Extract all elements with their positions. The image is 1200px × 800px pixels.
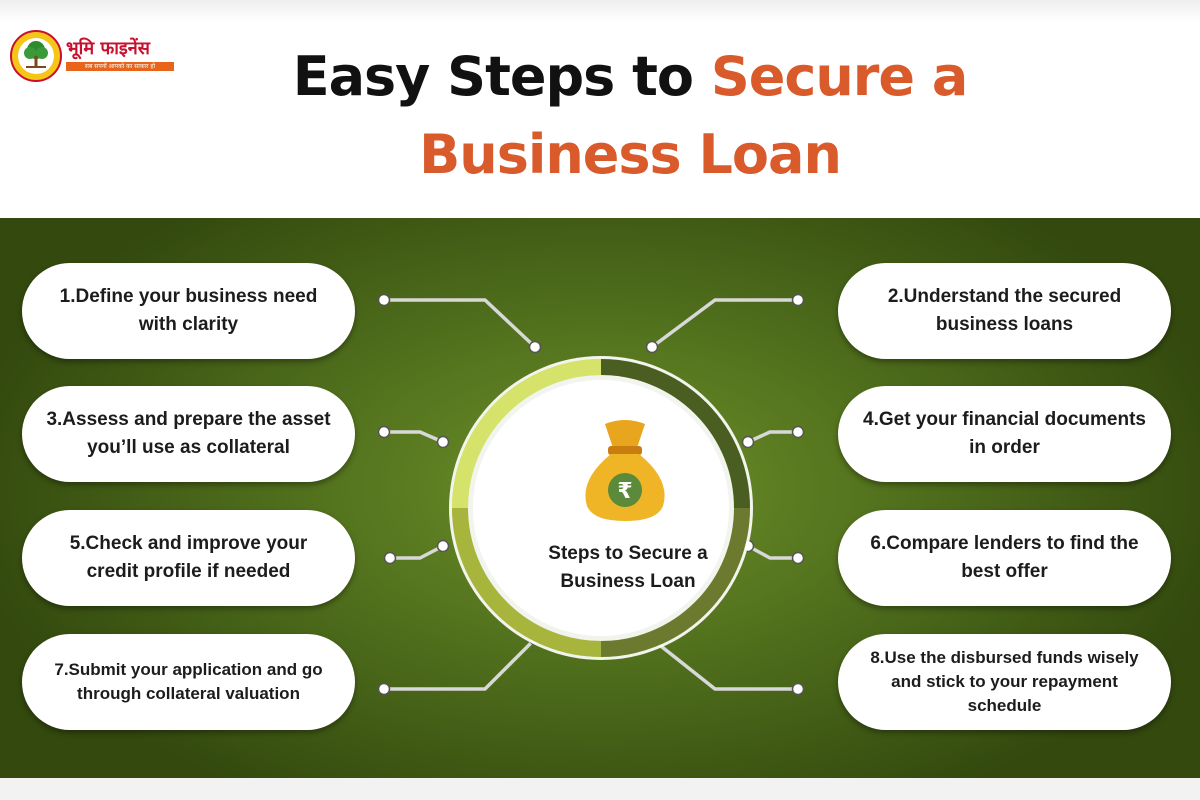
- title-part-2: Secure a: [710, 45, 968, 108]
- page-title: Easy Steps to Secure a Business Loan: [230, 38, 1030, 194]
- connector-3: [382, 430, 445, 444]
- center-hub: ₹ Steps to Secure a Business Loan: [446, 353, 756, 663]
- connector-4: [746, 430, 800, 444]
- connector-1: [382, 298, 537, 349]
- connector-7: [382, 637, 537, 691]
- connector-8: [650, 637, 800, 691]
- brand-name: भूमि फाइनेंस: [66, 38, 150, 59]
- footer-strip: [0, 778, 1200, 800]
- header-area: भूमि फाइनेंस सब सपनों आपको का साकार हो E…: [0, 0, 1200, 215]
- title-part-1: Easy Steps to: [292, 45, 711, 108]
- bhumi-finance-logo[interactable]: भूमि फाइनेंस सब सपनों आपको का साकार हो: [10, 30, 185, 86]
- step-card-3: 3.Assess and prepare the asset you’ll us…: [22, 386, 355, 482]
- connector-5: [388, 544, 445, 560]
- tree-emblem-icon: [10, 30, 62, 82]
- step-card-5: 5.Check and improve your credit profile …: [22, 510, 355, 606]
- step-card-8: 8.Use the disbursed funds wisely and sti…: [838, 634, 1171, 730]
- rupee-symbol: ₹: [617, 479, 632, 504]
- step-card-2: 2.Understand the secured business loans: [838, 263, 1171, 359]
- steps-diagram-panel: 1.Define your business need with clarity…: [0, 218, 1200, 778]
- brand-tagline: सब सपनों आपको का साकार हो: [66, 62, 174, 71]
- step-card-4: 4.Get your financial documents in order: [838, 386, 1171, 482]
- step-card-7: 7.Submit your application and go through…: [22, 634, 355, 730]
- step-card-6: 6.Compare lenders to find the best offer: [838, 510, 1171, 606]
- hub-inner-circle: ₹ Steps to Secure a Business Loan: [473, 380, 729, 636]
- connector-2: [650, 298, 800, 349]
- connector-6: [746, 544, 800, 560]
- money-bag-rupee-icon: ₹: [585, 420, 665, 521]
- title-part-3: Business Loan: [419, 123, 842, 186]
- step-card-1: 1.Define your business need with clarity: [22, 263, 355, 359]
- center-label: Steps to Secure a Business Loan: [548, 543, 708, 592]
